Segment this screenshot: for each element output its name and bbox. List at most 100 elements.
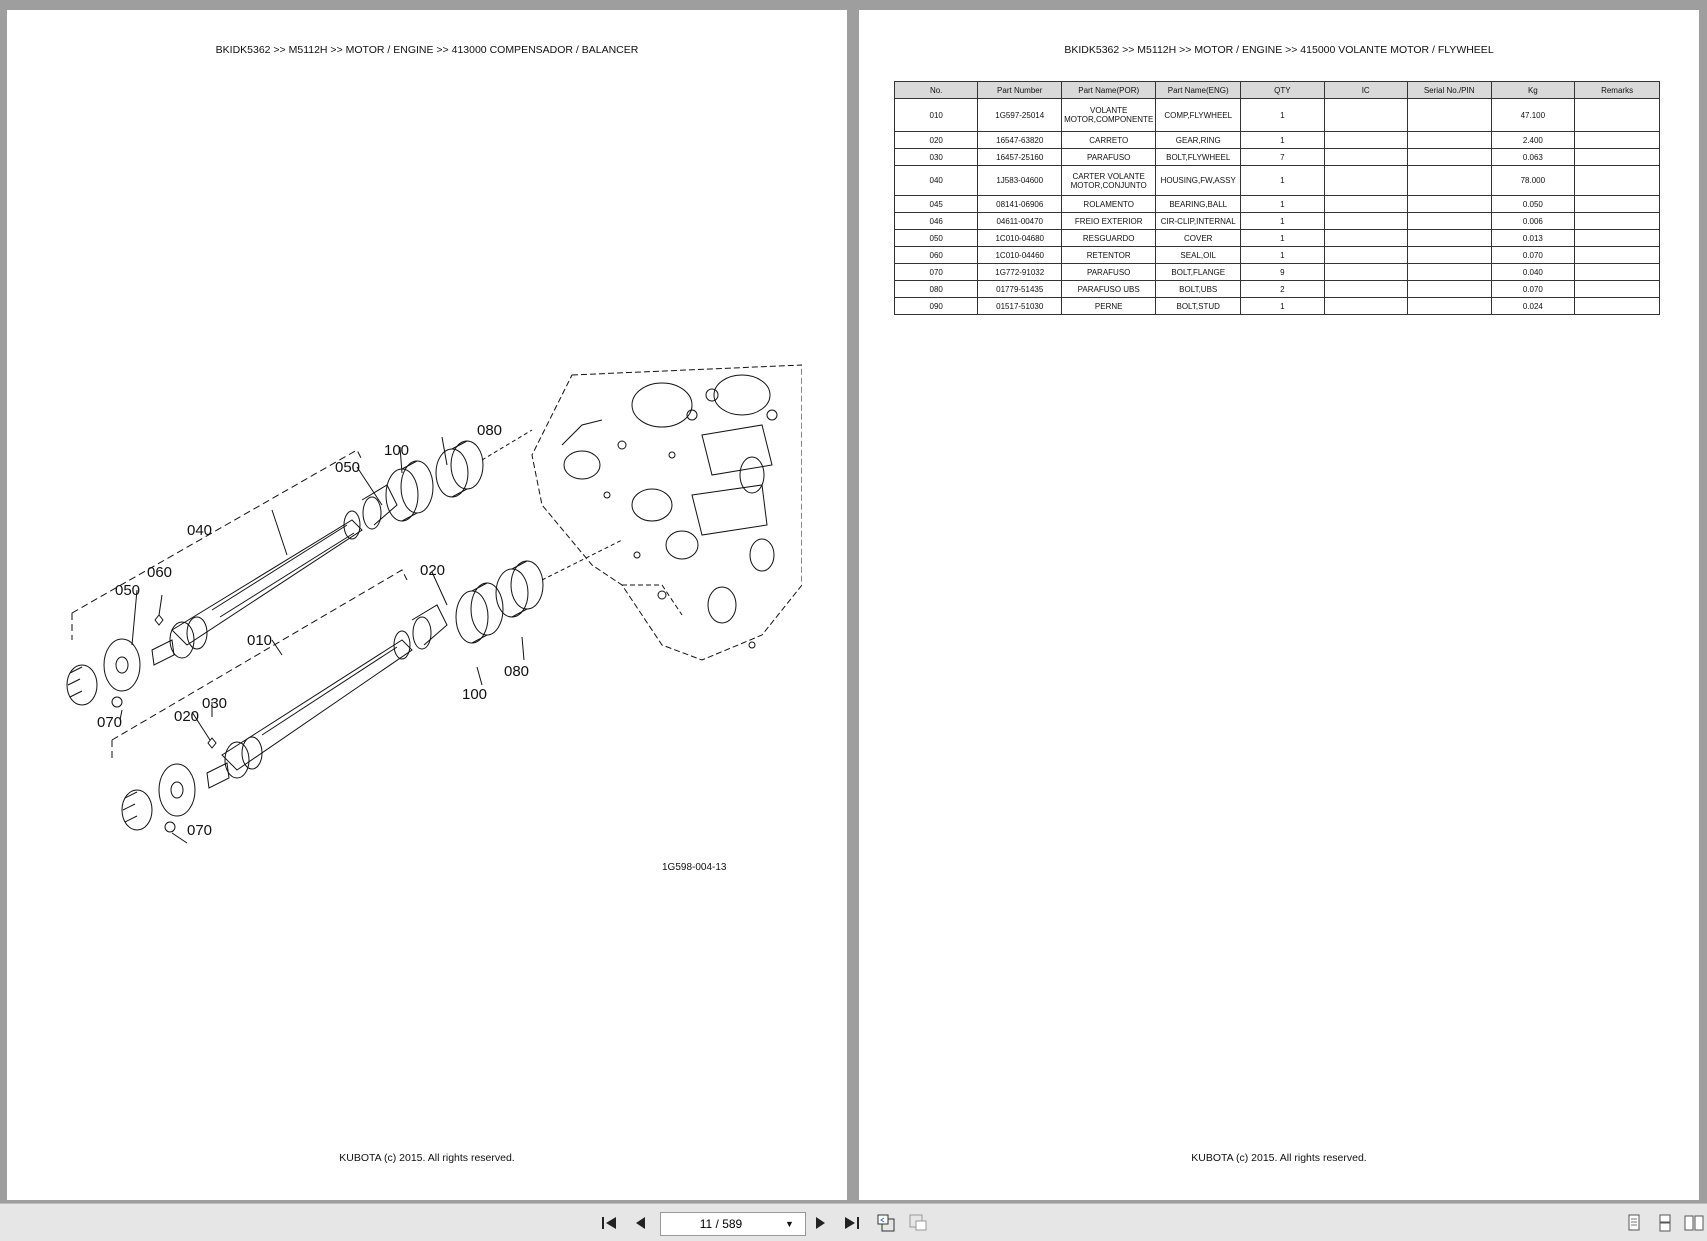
table-cell: 020 bbox=[893, 131, 979, 149]
table-cell bbox=[1406, 297, 1492, 315]
table-cell bbox=[1323, 98, 1408, 132]
table-cell: 090 bbox=[893, 297, 979, 315]
table-cell bbox=[1574, 212, 1660, 230]
table-cell: 1 bbox=[1240, 195, 1325, 213]
page-number-field[interactable]: ▼ bbox=[660, 1212, 806, 1236]
callout-label: 010 bbox=[247, 632, 272, 649]
table-cell: BOLT,FLYWHEEL bbox=[1155, 148, 1242, 166]
page-breadcrumb: BKIDK5362 >> M5112H >> MOTOR / ENGINE >>… bbox=[1064, 44, 1494, 56]
table-cell bbox=[1406, 212, 1492, 230]
balancer-shafts-drawing: 080 100 050 040 020 060 050 010 080 100 … bbox=[66, 364, 803, 844]
table-cell bbox=[1323, 297, 1408, 315]
table-cell: 0.024 bbox=[1490, 297, 1576, 315]
table-cell: 1 bbox=[1240, 165, 1325, 196]
continuous-icon[interactable] bbox=[1654, 1212, 1676, 1234]
table-cell bbox=[1574, 246, 1660, 264]
callout-label: 020 bbox=[174, 708, 199, 725]
table-cell bbox=[1574, 148, 1660, 166]
table-cell bbox=[1323, 195, 1408, 213]
table-cell: 9 bbox=[1240, 263, 1325, 281]
table-cell: 47.100 bbox=[1490, 98, 1576, 132]
table-cell: 2.400 bbox=[1490, 131, 1576, 149]
page-footer: KUBOTA (c) 2015. All rights reserved. bbox=[339, 1152, 515, 1164]
next-page-icon[interactable] bbox=[810, 1212, 832, 1234]
table-cell bbox=[1323, 148, 1408, 166]
column-header: Part Name(ENG) bbox=[1155, 81, 1242, 99]
table-cell: CARTER VOLANTE MOTOR,CONJUNTO bbox=[1061, 165, 1157, 196]
table-cell: 2 bbox=[1240, 280, 1325, 298]
callout-label: 020 bbox=[420, 562, 445, 579]
callout-label: 070 bbox=[187, 822, 212, 839]
table-cell: 1G597-25014 bbox=[977, 98, 1063, 132]
table-cell: 040 bbox=[893, 165, 979, 196]
table-cell: 0.013 bbox=[1490, 229, 1576, 247]
callout-label: 040 bbox=[187, 522, 212, 539]
prev-page-icon[interactable] bbox=[629, 1212, 651, 1234]
callout-label: 100 bbox=[384, 442, 409, 459]
table-cell: BOLT,FLANGE bbox=[1155, 263, 1242, 281]
table-cell bbox=[1406, 131, 1492, 149]
view-icon[interactable] bbox=[875, 1212, 897, 1234]
table-cell: PERNE bbox=[1061, 297, 1157, 315]
table-cell: 78.000 bbox=[1490, 165, 1576, 196]
table-cell: 0.070 bbox=[1490, 246, 1576, 264]
table-cell: COMP,FLYWHEEL bbox=[1155, 98, 1242, 132]
viewer-toolbar: ▼ bbox=[0, 1203, 1707, 1241]
table-cell: 1C010-04460 bbox=[977, 246, 1063, 264]
table-cell: PARAFUSO UBS bbox=[1061, 280, 1157, 298]
table-cell: 030 bbox=[893, 148, 979, 166]
table-cell bbox=[1574, 165, 1660, 196]
view-icon[interactable] bbox=[907, 1212, 929, 1234]
column-header: QTY bbox=[1240, 81, 1325, 99]
table-cell: CIR-CLIP,INTERNAL bbox=[1155, 212, 1242, 230]
page-number-input[interactable] bbox=[661, 1217, 781, 1231]
chevron-down-icon[interactable]: ▼ bbox=[785, 1219, 794, 1229]
table-cell bbox=[1323, 212, 1408, 230]
table-cell: BOLT,STUD bbox=[1155, 297, 1242, 315]
table-cell bbox=[1323, 246, 1408, 264]
table-cell: 1J583-04600 bbox=[977, 165, 1063, 196]
last-page-icon[interactable] bbox=[841, 1212, 863, 1234]
two-page-icon[interactable] bbox=[1683, 1212, 1705, 1234]
table-cell: BOLT,UBS bbox=[1155, 280, 1242, 298]
table-cell bbox=[1574, 195, 1660, 213]
figure-code: 1G598-004-13 bbox=[662, 862, 727, 873]
table-cell bbox=[1323, 229, 1408, 247]
table-cell bbox=[1406, 263, 1492, 281]
table-cell: 060 bbox=[893, 246, 979, 264]
single-page-icon[interactable] bbox=[1623, 1212, 1645, 1234]
column-header: Part Number bbox=[977, 81, 1063, 99]
column-header: No. bbox=[893, 81, 979, 99]
callout-label: 080 bbox=[504, 663, 529, 680]
table-cell: 050 bbox=[893, 229, 979, 247]
table-cell bbox=[1323, 165, 1408, 196]
table-cell: VOLANTE MOTOR,COMPONENTE bbox=[1061, 98, 1157, 132]
callout-label: 050 bbox=[335, 459, 360, 476]
table-cell: HOUSING,FW,ASSY bbox=[1155, 165, 1242, 196]
left-page: BKIDK5362 >> M5112H >> MOTOR / ENGINE >>… bbox=[7, 10, 847, 1200]
table-cell: 0.050 bbox=[1490, 195, 1576, 213]
table-cell: 1 bbox=[1240, 131, 1325, 149]
table-cell: 08141-06906 bbox=[977, 195, 1063, 213]
table-cell bbox=[1323, 280, 1408, 298]
table-cell: 1G772-91032 bbox=[977, 263, 1063, 281]
table-cell bbox=[1406, 98, 1492, 132]
first-page-icon[interactable] bbox=[598, 1212, 620, 1234]
table-cell bbox=[1406, 229, 1492, 247]
table-cell bbox=[1574, 98, 1660, 132]
table-cell: 0.070 bbox=[1490, 280, 1576, 298]
table-cell: 080 bbox=[893, 280, 979, 298]
table-cell: 0.063 bbox=[1490, 148, 1576, 166]
table-cell: 010 bbox=[893, 98, 979, 132]
page-footer: KUBOTA (c) 2015. All rights reserved. bbox=[1191, 1152, 1367, 1164]
